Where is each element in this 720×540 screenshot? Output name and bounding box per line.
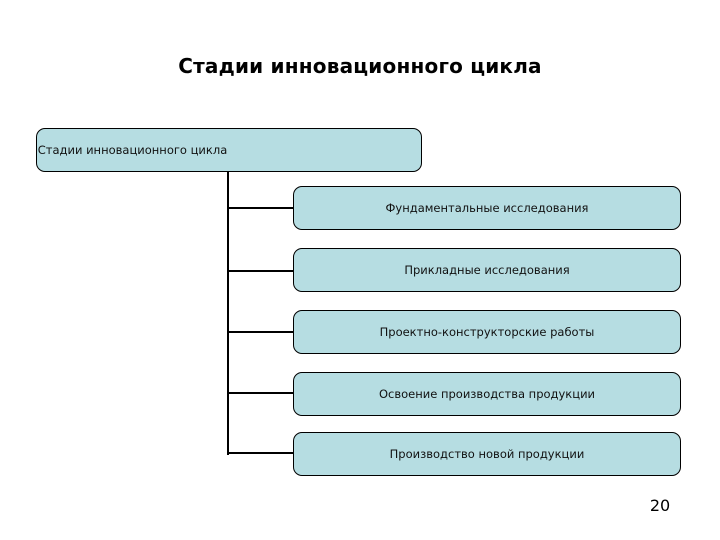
diagram-node-label: Фундаментальные исследования [385,200,589,215]
diagram-node-root-label: Стадии инновационного цикла [37,142,228,157]
connector-branch-3 [227,331,294,334]
connector-branch-1 [227,207,294,210]
diagram-node-root[interactable]: Стадии инновационного цикла [36,128,422,172]
diagram-node-label: Проектно-конструкторские работы [379,324,595,339]
diagram-node-production-mastering[interactable]: Освоение производства продукции [293,372,681,416]
connector-branch-4 [227,392,294,395]
diagram-node-new-product-manufacturing[interactable]: Производство новой продукции [293,432,681,476]
page-title: Стадии инновационного цикла [178,54,542,78]
connector-trunk-vertical [227,171,230,455]
connector-branch-2 [227,270,294,273]
diagram-node-design-works[interactable]: Проектно-конструкторские работы [293,310,681,354]
diagram-node-label: Освоение производства продукции [378,386,596,401]
diagram-node-fundamental-research[interactable]: Фундаментальные исследования [293,186,681,230]
diagram-node-applied-research[interactable]: Прикладные исследования [293,248,681,292]
diagram-node-label: Прикладные исследования [404,262,570,277]
diagram-node-label: Производство новой продукции [389,446,585,461]
connector-branch-5 [227,452,294,455]
page-number: 20 [649,496,671,515]
